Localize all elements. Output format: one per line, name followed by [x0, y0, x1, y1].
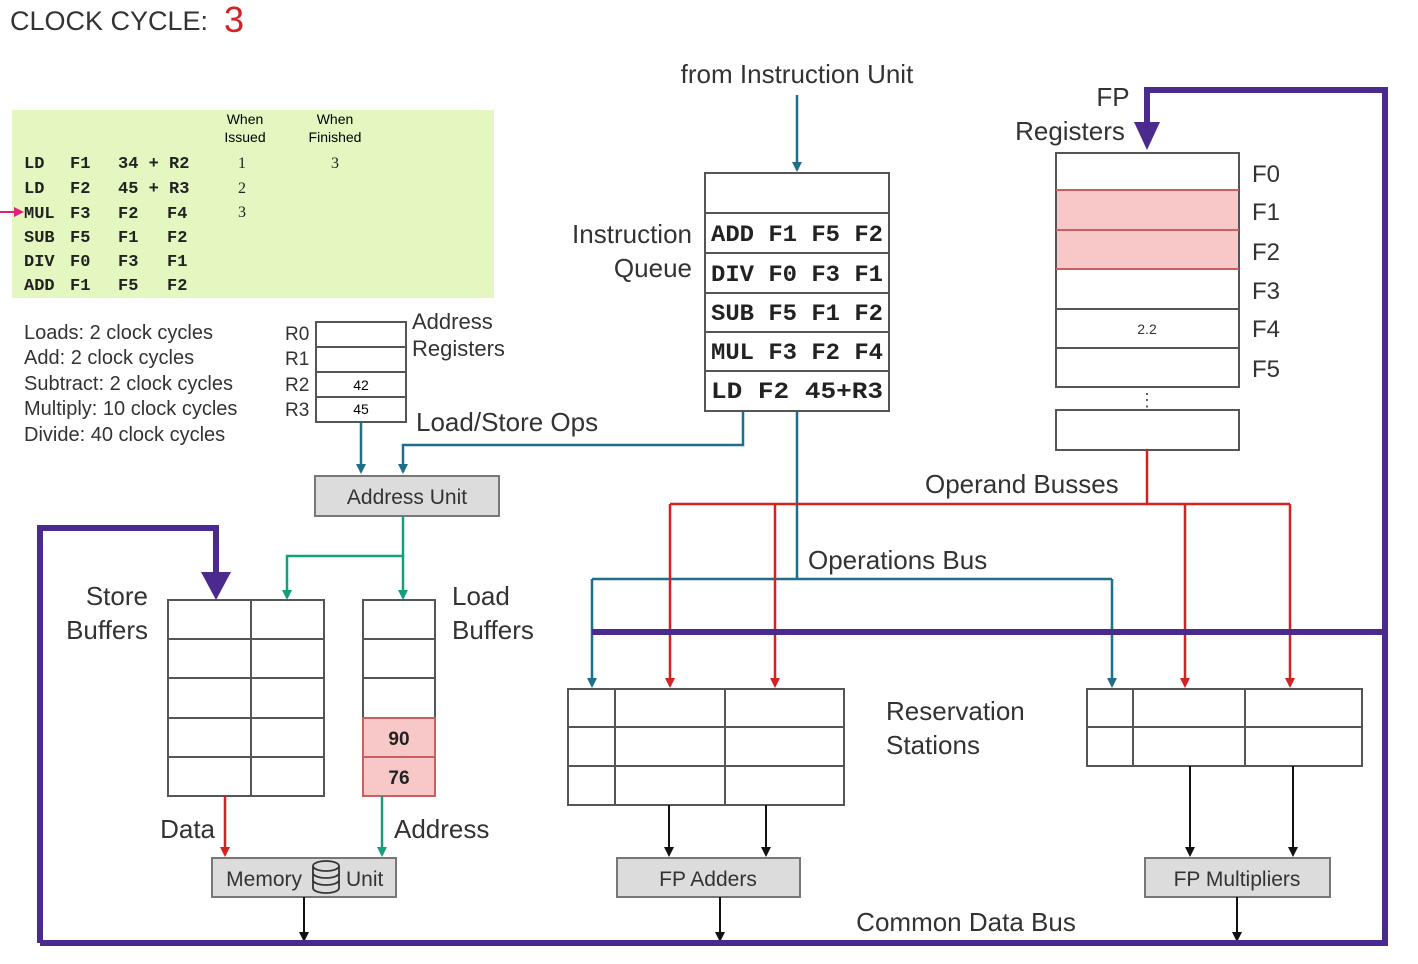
addr-reg-value: 45 [353, 401, 369, 417]
instruction-unit-label: from Instruction Unit [681, 59, 914, 89]
row-src2: F2 [167, 229, 187, 248]
fp-multipliers-label: FP Multipliers [1174, 868, 1301, 891]
fp-multipliers [1144, 857, 1331, 898]
row-dest: F0 [70, 253, 90, 272]
row-op: ADD [24, 277, 55, 296]
row-src1: F3 [118, 253, 138, 272]
row-src1: 45 + R3 [118, 180, 189, 199]
cdb-label: Common Data Bus [856, 907, 1076, 937]
load-buffer-busy [362, 756, 436, 797]
fp-register-busy-highlight [1057, 231, 1238, 269]
memory-unit-label: Memory [226, 868, 302, 891]
load-buffers-title: Buffers [452, 615, 534, 645]
reservation-stations-adders [567, 688, 845, 806]
col-issued-header: Issued [224, 129, 265, 145]
row-dest: F5 [70, 229, 90, 248]
memory-unit-label: Unit [346, 868, 384, 891]
latency-multiply: Multiply: 10 clock cycles [24, 398, 237, 420]
address-registers-title: Registers [412, 336, 505, 361]
row-src1: F1 [118, 229, 138, 248]
queue-entry: ADD F1 F5 F2 [711, 222, 883, 248]
fp-register-name: F0 [1252, 161, 1280, 188]
row-op: MUL [24, 205, 55, 224]
fp-register-name: F4 [1252, 316, 1280, 343]
row-issued: 3 [238, 204, 246, 221]
row-src1: F2 [118, 205, 138, 224]
store-buffers [167, 599, 325, 797]
row-src1: 34 + R2 [118, 155, 189, 174]
latency-subtract: Subtract: 2 clock cycles [24, 373, 233, 395]
queue-entry: LD F2 45+R3 [711, 379, 883, 405]
instruction-queue-title: Instruction [572, 219, 692, 249]
load-store-ops-line [398, 411, 745, 474]
row-op: LD [24, 180, 44, 199]
row-op: LD [24, 155, 44, 174]
common-data-bus [37, 87, 1388, 946]
fp-register-extra [1055, 409, 1240, 451]
clock-cycle-value: 3 [224, 0, 244, 40]
row-src1: F5 [118, 277, 138, 296]
address-label: Address [394, 814, 489, 844]
load-buffers-title: Load [452, 581, 510, 611]
row-op: DIV [24, 253, 55, 272]
row-dest: F3 [70, 205, 90, 224]
row-op: SUB [24, 229, 55, 248]
queue-entry: DIV F0 F3 F1 [711, 262, 883, 288]
cdb-arrow-icon [1134, 122, 1160, 150]
register-ellipsis: ⋮ [1138, 390, 1156, 410]
reservation-stations-title: Reservation [886, 696, 1025, 726]
clock-cycle-label: CLOCK CYCLE: [10, 6, 208, 36]
fp-register-name: F3 [1252, 278, 1280, 305]
address-unit-label: Address Unit [347, 486, 467, 509]
col-finished-header: When [317, 111, 354, 127]
store-buffers-title: Buffers [66, 615, 148, 645]
store-buffers-title: Store [86, 581, 148, 611]
row-src2: F4 [167, 205, 187, 224]
addr-reg-name: R1 [285, 349, 309, 370]
addr-reg-value: 42 [353, 377, 369, 393]
address-registers-title: Address [412, 309, 493, 334]
data-label: Data [160, 814, 215, 844]
col-finished-header: Finished [309, 129, 362, 145]
row-issued: 2 [238, 180, 246, 197]
fp-register-value: 2.2 [1137, 321, 1157, 337]
fp-register-name: F2 [1252, 239, 1280, 266]
instruction-status-table [12, 110, 494, 298]
fp-registers-title: Registers [1015, 116, 1125, 146]
addr-reg-name: R2 [285, 375, 309, 396]
row-finished: 3 [331, 155, 339, 172]
load-buffer-value: 76 [388, 768, 409, 789]
row-src2: F2 [167, 277, 187, 296]
queue-entry: SUB F5 F1 F2 [711, 301, 883, 327]
addr-reg-name: R0 [285, 324, 309, 345]
cdb-arrow-icon [201, 572, 231, 600]
operand-busses-label: Operand Busses [925, 469, 1119, 499]
load-buffer-value: 90 [388, 729, 409, 750]
reservation-stations-title: Stations [886, 730, 980, 760]
row-issued: 1 [238, 155, 246, 172]
addr-reg-name: R3 [285, 400, 309, 421]
latency-add: Add: 2 clock cycles [24, 347, 194, 369]
queue-entry: MUL F3 F2 F4 [711, 340, 883, 366]
latency-divide: Divide: 40 clock cycles [24, 424, 225, 446]
instruction-queue-title: Queue [614, 253, 692, 283]
fp-register-name: F1 [1252, 199, 1280, 226]
fp-adders-label: FP Adders [659, 868, 757, 891]
fp-adders [616, 857, 801, 898]
col-issued-header: When [227, 111, 264, 127]
row-dest: F1 [70, 155, 90, 174]
row-src2: F1 [167, 253, 187, 272]
row-dest: F1 [70, 277, 90, 296]
operations-bus-label: Operations Bus [808, 545, 987, 575]
fp-register-busy-highlight [1057, 191, 1238, 229]
load-store-ops-label: Load/Store Ops [416, 407, 598, 437]
address-unit [314, 475, 500, 517]
row-dest: F2 [70, 180, 90, 199]
fp-registers-title: FP [1096, 82, 1129, 112]
database-icon [312, 860, 340, 894]
latency-loads: Loads: 2 clock cycles [24, 322, 213, 344]
fp-register-name: F5 [1252, 356, 1280, 383]
